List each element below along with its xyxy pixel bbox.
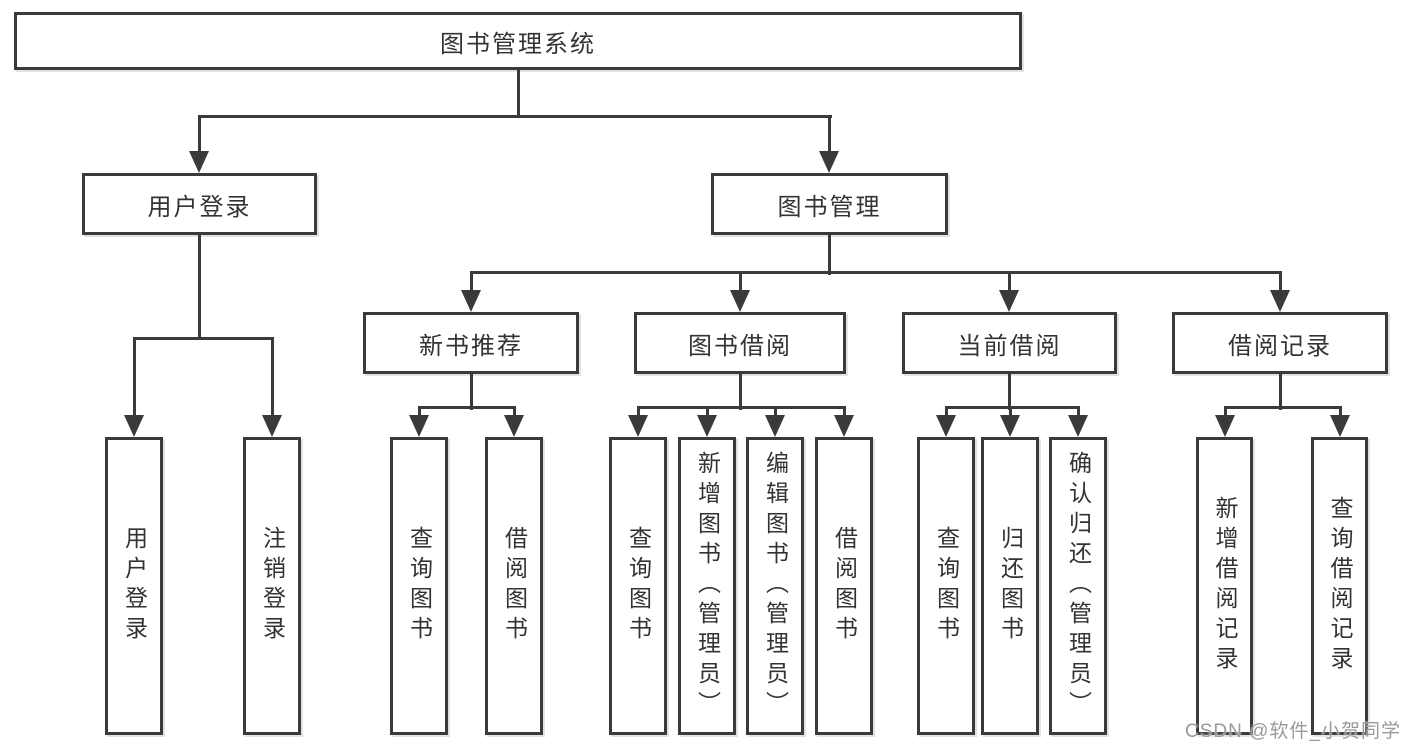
edge-root-stem: [517, 70, 520, 118]
edge-drop: [271, 337, 274, 418]
edge-bus: [945, 406, 1080, 409]
leaf-borrow-book: 借阅图书: [815, 437, 873, 735]
edge-drop: [945, 406, 948, 418]
leaf-add-book-admin: 新增图书（管理员）: [678, 437, 736, 735]
edge-drop: [1009, 406, 1012, 418]
arrow-down-icon: [628, 415, 648, 437]
edge-stem: [470, 374, 473, 410]
node-label: 当前借阅: [957, 332, 1062, 360]
leaf-query-book-current: 查询图书: [917, 437, 975, 735]
node-label: 新书推荐: [419, 332, 523, 360]
arrow-down-icon: [697, 415, 717, 437]
node-label: 用户登录: [121, 526, 148, 646]
edge-drop: [133, 337, 136, 418]
node-label: 确认归还（管理员）: [1065, 451, 1092, 721]
node-label: 图书借阅: [688, 332, 792, 360]
arrow-down-icon: [409, 415, 429, 437]
edge-drop: [637, 406, 640, 418]
node-label: 查询借阅记录: [1327, 496, 1353, 676]
node-label: 归还图书: [997, 526, 1024, 646]
node-label: 借阅图书: [831, 526, 858, 646]
arrow-down-icon: [834, 415, 854, 437]
node-current-borrow: 当前借阅: [902, 312, 1117, 374]
arrow-down-icon: [819, 151, 839, 173]
leaf-logout: 注销登录: [243, 437, 301, 735]
node-label: 新增图书（管理员）: [694, 451, 721, 721]
arrow-down-icon: [189, 151, 209, 173]
edge-user-login-bus: [133, 337, 274, 340]
arrow-down-icon: [1068, 415, 1088, 437]
node-label: 查询图书: [933, 526, 960, 646]
edge-drop: [843, 406, 846, 418]
arrow-down-icon: [1000, 415, 1020, 437]
leaf-query-book-recommend: 查询图书: [390, 437, 448, 735]
node-new-book-recommend: 新书推荐: [363, 312, 579, 374]
edge-drop: [706, 406, 709, 418]
edge-root-bus: [198, 115, 832, 118]
node-label: 新增借阅记录: [1212, 496, 1238, 676]
edge-book-mgmt-bus: [470, 271, 1282, 274]
node-label: 查询图书: [625, 526, 652, 646]
node-label: 用户登录: [147, 193, 252, 221]
node-root: 图书管理系统: [14, 12, 1022, 70]
edge-bus: [1224, 406, 1342, 409]
node-label: 借阅图书: [501, 526, 528, 646]
node-borrow-records: 借阅记录: [1172, 312, 1388, 374]
node-label: 图书管理系统: [440, 30, 596, 58]
arrow-down-icon: [936, 415, 956, 437]
edge-drop: [1077, 406, 1080, 418]
arrow-down-icon: [1215, 415, 1235, 437]
leaf-add-borrow-record: 新增借阅记录: [1196, 437, 1253, 735]
edge-drop: [1339, 406, 1342, 418]
leaf-edit-book-admin: 编辑图书（管理员）: [746, 437, 804, 735]
node-label: 图书管理: [777, 193, 882, 221]
leaf-user-login: 用户登录: [105, 437, 163, 735]
arrow-down-icon: [765, 415, 785, 437]
node-label: 查询图书: [406, 526, 433, 646]
arrow-down-icon: [504, 415, 524, 437]
arrow-down-icon: [999, 290, 1019, 312]
arrow-down-icon: [730, 290, 750, 312]
leaf-query-borrow-record: 查询借阅记录: [1311, 437, 1368, 735]
edge-drop: [739, 271, 742, 293]
edge-bus: [637, 406, 846, 409]
edge-drop: [470, 271, 473, 293]
csdn-watermark: CSDN @软件_小贺同学: [1185, 721, 1401, 742]
node-label: 借阅记录: [1228, 332, 1332, 360]
arrow-down-icon: [262, 415, 282, 437]
arrow-down-icon: [1270, 290, 1290, 312]
edge-book-mgmt-stem: [828, 235, 831, 275]
leaf-return-book: 归还图书: [981, 437, 1039, 735]
leaf-borrow-book-recommend: 借阅图书: [485, 437, 543, 735]
edge-stem: [739, 374, 742, 410]
node-book-management: 图书管理: [711, 173, 948, 235]
edge-drop: [1224, 406, 1227, 418]
edge-user-login-stem: [198, 235, 201, 340]
arrow-down-icon: [124, 415, 144, 437]
leaf-query-book-borrow: 查询图书: [609, 437, 667, 735]
arrow-down-icon: [461, 290, 481, 312]
edge-bus: [418, 406, 516, 409]
edge-drop: [198, 115, 201, 153]
edge-stem: [1008, 374, 1011, 410]
edge-stem: [1279, 374, 1282, 410]
edge-drop: [828, 115, 831, 153]
arrow-down-icon: [1330, 415, 1350, 437]
edge-drop: [1008, 271, 1011, 293]
leaf-confirm-return-admin: 确认归还（管理员）: [1049, 437, 1107, 735]
node-book-borrow: 图书借阅: [634, 312, 846, 374]
edge-drop: [1279, 271, 1282, 293]
edge-drop: [418, 406, 421, 418]
node-label: 注销登录: [259, 526, 286, 646]
edge-drop: [513, 406, 516, 418]
edge-drop: [774, 406, 777, 418]
node-user-login: 用户登录: [82, 173, 317, 235]
node-label: 编辑图书（管理员）: [762, 451, 789, 721]
